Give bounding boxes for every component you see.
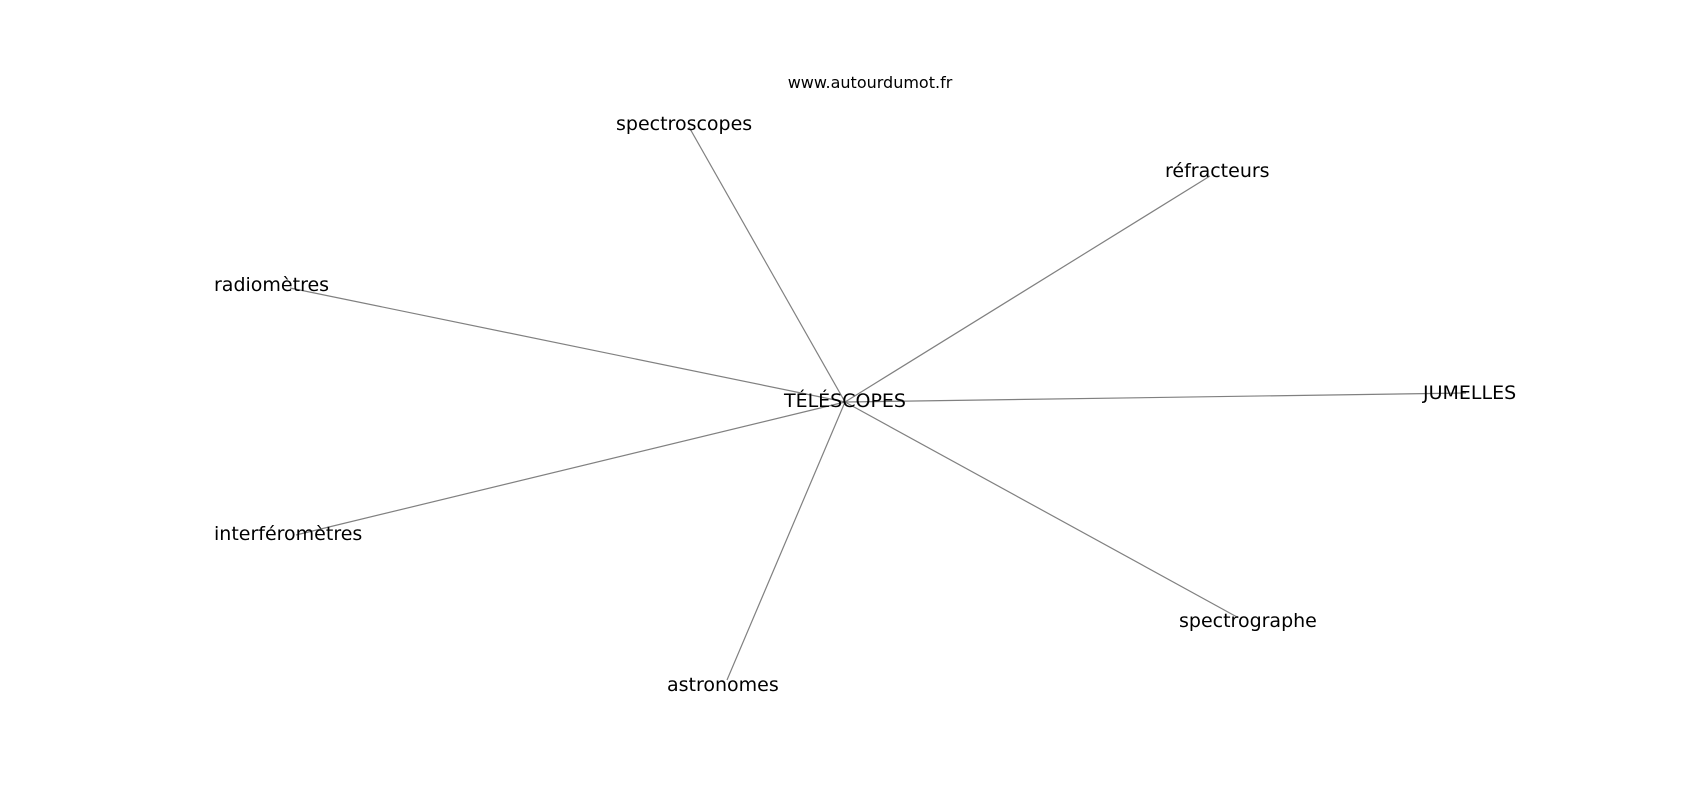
node-spectrographe[interactable]: spectrographe bbox=[1179, 610, 1317, 632]
edge-radiometres bbox=[289, 287, 846, 403]
labels: TÉLÉSCOPES spectroscopes réfracteurs radio… bbox=[214, 113, 1516, 696]
node-spectroscopes[interactable]: spectroscopes bbox=[616, 113, 752, 135]
node-astronomes[interactable]: astronomes bbox=[667, 674, 779, 696]
edge-refracteurs bbox=[844, 175, 1211, 403]
node-interferometres[interactable]: interféromètres bbox=[214, 523, 362, 545]
edge-interferometres bbox=[295, 401, 846, 536]
node-radiometres[interactable]: radiomètres bbox=[214, 274, 329, 296]
node-refracteurs[interactable]: réfracteurs bbox=[1165, 160, 1270, 182]
edges bbox=[289, 126, 1467, 681]
node-center-telescopes[interactable]: TÉLÉSCOPES bbox=[783, 389, 906, 412]
edge-spectrographe bbox=[844, 401, 1238, 618]
site-watermark: www.autourdumot.fr bbox=[788, 73, 953, 92]
node-jumelles[interactable]: JUMELLES bbox=[1422, 382, 1516, 404]
edge-jumelles bbox=[844, 392, 1467, 403]
edge-spectroscopes bbox=[688, 126, 846, 403]
edge-astronomes bbox=[726, 401, 846, 681]
